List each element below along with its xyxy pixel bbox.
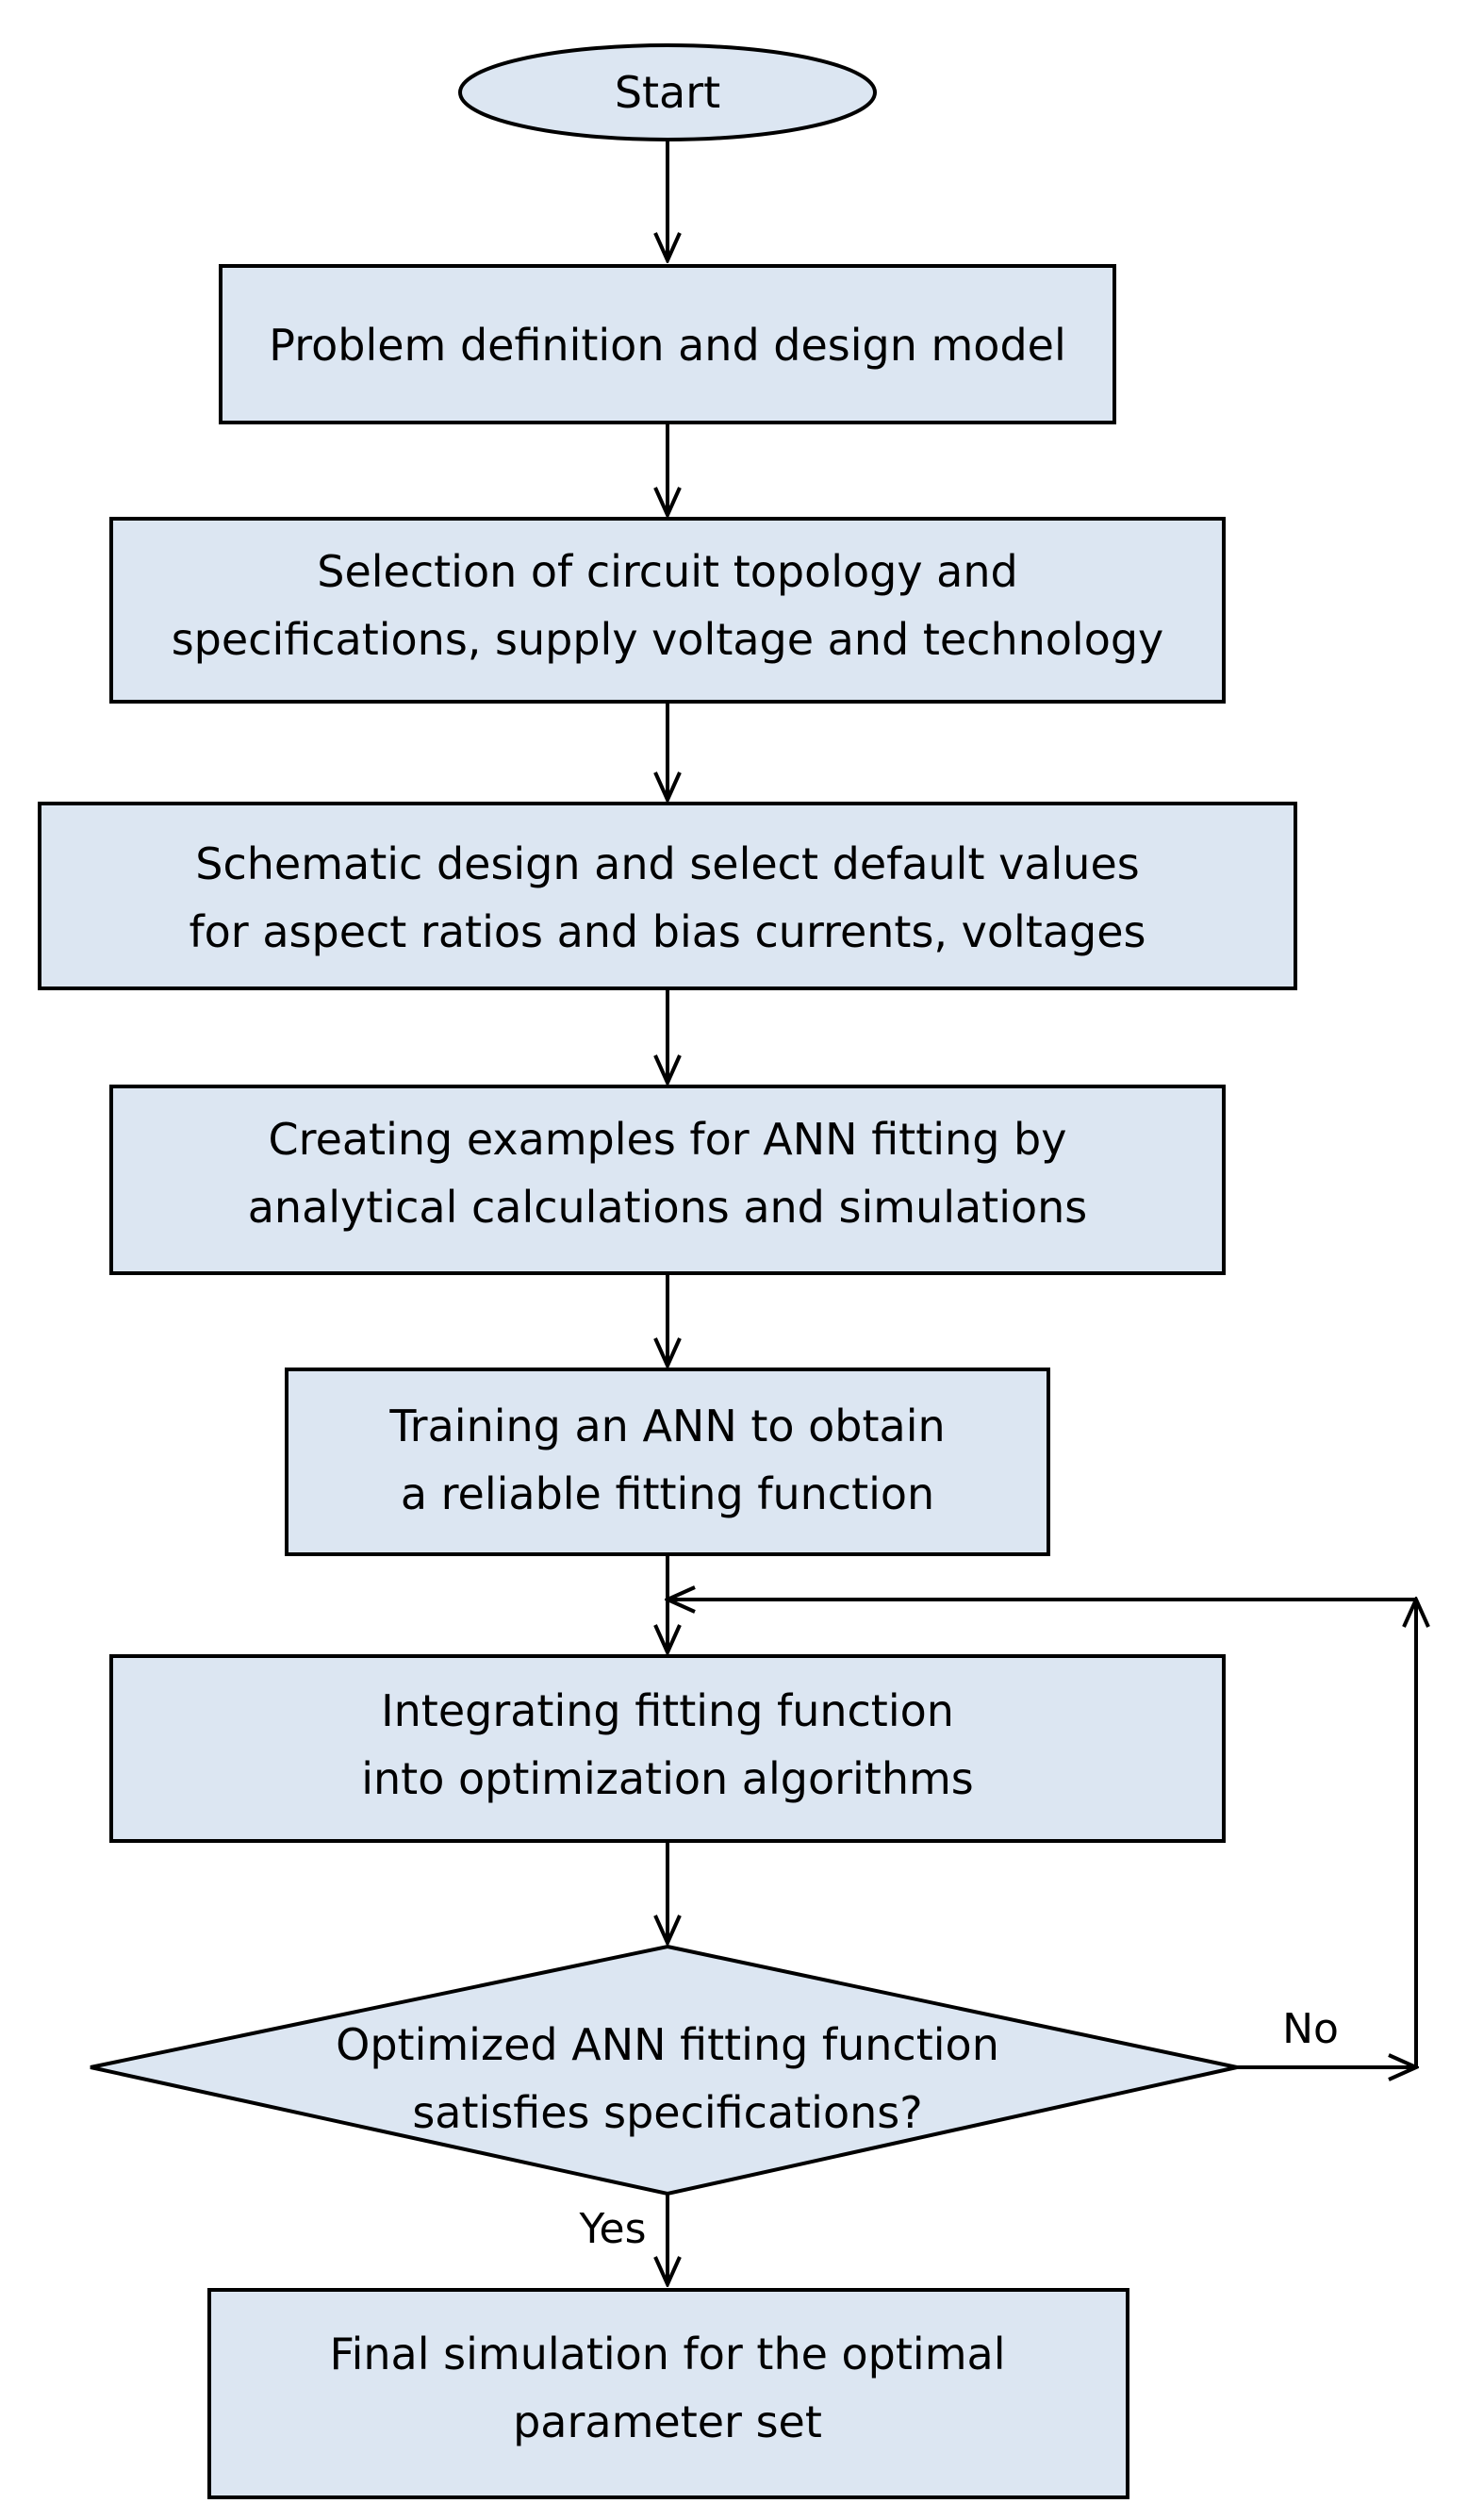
- start-label: Start: [615, 67, 720, 118]
- final-simulation-line-1: Final simulation for the optimal: [330, 2329, 1006, 2379]
- topology-selection-line-2: specifications, supply voltage and techn…: [172, 614, 1164, 665]
- final-simulation-box: Final simulation for the optimal paramet…: [207, 2288, 1129, 2499]
- training-ann-line-1: Training an ANN to obtain: [388, 1401, 945, 1451]
- integrating-box: Integrating fitting function into optimi…: [109, 1654, 1226, 1843]
- integrating-line-2: into optimization algorithms: [361, 1753, 974, 1804]
- decision-line-1: Optimized ANN fitting function: [336, 2019, 999, 2070]
- creating-examples-line-1: Creating examples for ANN fitting by: [269, 1114, 1067, 1165]
- decision-diamond: Optimized ANN fitting function satisfies…: [90, 1944, 1238, 2197]
- start-node: Start: [458, 43, 877, 141]
- edge-label-yes: Yes: [578, 2205, 646, 2253]
- creating-examples-line-2: analytical calculations and simulations: [248, 1182, 1088, 1233]
- training-ann-box: Training an ANN to obtain a reliable fit…: [285, 1368, 1050, 1556]
- decision-line-2: satisfies specifications?: [412, 2087, 922, 2138]
- start-ellipse: [458, 43, 877, 141]
- topology-selection-line-1: Selection of circuit topology and: [317, 546, 1017, 597]
- connectors: [668, 140, 1416, 2284]
- problem-definition-box: Problem definition and design model: [219, 264, 1116, 424]
- training-ann-line-2: a reliable fitting function: [401, 1468, 934, 1519]
- problem-definition-label: Problem definition and design model: [269, 320, 1065, 371]
- creating-examples-box: Creating examples for ANN fitting by ana…: [109, 1085, 1226, 1275]
- topology-selection-box: Selection of circuit topology and specif…: [109, 517, 1226, 704]
- schematic-design-box: Schematic design and select default valu…: [38, 802, 1297, 990]
- edge-label-no: No: [1282, 2005, 1339, 2053]
- integrating-line-1: Integrating fitting function: [381, 1685, 954, 1736]
- schematic-design-line-2: for aspect ratios and bias currents, vol…: [189, 906, 1146, 957]
- final-simulation-line-2: parameter set: [513, 2396, 822, 2447]
- schematic-design-line-1: Schematic design and select default valu…: [195, 838, 1139, 889]
